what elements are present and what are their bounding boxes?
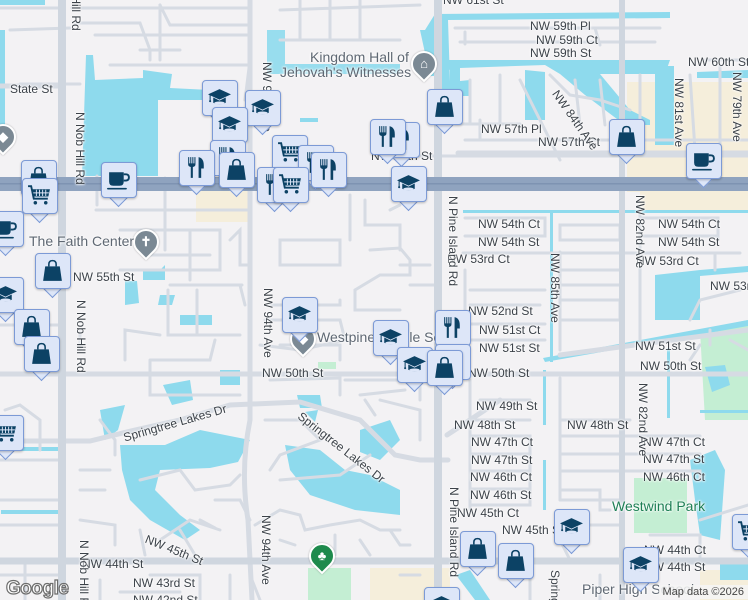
street-label: NW 43rd St <box>133 576 196 590</box>
street-label: NW 54th Ct <box>658 217 721 231</box>
street-label: NW 50th St <box>640 359 702 373</box>
marker-box <box>245 90 281 126</box>
street-label: NW 47th Ct <box>471 435 534 449</box>
street-label: NW 49th St <box>476 399 538 413</box>
marker-box <box>391 166 427 202</box>
marker-box <box>282 297 318 333</box>
marker-box <box>424 587 460 600</box>
street-label-vertical: NW 82nd Ave <box>633 195 647 269</box>
street-label: NW 48th St <box>567 418 629 432</box>
street-label: NW 54th St <box>658 235 720 249</box>
marker-shopping-cart[interactable] <box>273 167 309 213</box>
marker-shopping-bag[interactable] <box>427 350 463 396</box>
street-label-vertical: NW 94th Ave <box>261 288 275 358</box>
street-label-vertical: NW 81st Ave <box>672 78 686 148</box>
marker-restaurant[interactable] <box>179 150 215 196</box>
street-label: NW 57th Pl <box>481 122 542 136</box>
street-label: NW 46th Ct <box>643 470 706 484</box>
place-label[interactable]: Jehovah's Witnesses <box>280 64 412 80</box>
place-label[interactable]: Westwind Park <box>612 498 706 514</box>
marker-shopping-bag[interactable] <box>460 531 496 577</box>
marker-school[interactable] <box>212 107 248 153</box>
street-label-vertical: Springtree Lakes Dr <box>548 570 562 600</box>
marker-shopping-cart[interactable] <box>22 178 58 224</box>
street-label: NW 42nd St <box>133 593 198 600</box>
google-logo[interactable]: Google <box>5 577 69 599</box>
street-label: NW 47th Ct <box>643 435 706 449</box>
street-label: NW 51st St <box>635 339 696 353</box>
church-cross-icon-glyph: ✝ <box>140 234 152 249</box>
marker-school[interactable] <box>282 297 318 343</box>
street-label: NW 57th Ct <box>538 135 601 149</box>
street-label: NW 48th St <box>454 418 516 432</box>
street-label: NW 46th Ct <box>470 470 533 484</box>
street-label: NW 53rd Ct <box>447 252 510 266</box>
street-label: NW 51st St <box>479 341 540 355</box>
street-label: NW 59th Ct <box>536 33 599 47</box>
street-label-vertical: NW 82nd Ave <box>636 383 650 457</box>
marker-restaurant[interactable] <box>370 119 406 165</box>
street-label: NW 53rd Ct <box>636 254 699 268</box>
marker-school[interactable] <box>424 587 460 600</box>
marker-box <box>370 119 406 155</box>
marker-school[interactable] <box>245 90 281 136</box>
street-label: NW 61st St <box>443 0 504 7</box>
street-label-vertical: N Pine Island Rd <box>446 196 460 287</box>
street-label: NW 60th St <box>688 55 748 69</box>
park-tree-icon-glyph: ♣ <box>317 548 327 563</box>
map-attribution[interactable]: Map data ©2026 <box>658 585 748 599</box>
marker-shopping-cart[interactable] <box>732 514 748 560</box>
marker-coffee[interactable] <box>0 211 24 257</box>
street-label: NW 44th Ct <box>644 543 707 557</box>
marker-shopping-bag[interactable] <box>609 119 645 165</box>
marker-coffee[interactable] <box>101 162 137 208</box>
marker-restaurant[interactable] <box>311 152 347 198</box>
street-label: NW 51st Ct <box>479 323 541 337</box>
street-label: NW 54th Ct <box>478 217 541 231</box>
marker-school[interactable] <box>554 509 590 555</box>
street-label-vertical: NW 94th Ave <box>259 515 273 585</box>
street-label-vertical: N Pine Island Rd <box>447 487 461 578</box>
street-label-vertical: NW 85th Ave <box>548 253 562 323</box>
street-label: State St <box>10 82 53 96</box>
marker-school[interactable] <box>0 277 24 323</box>
marker-shopping-bag[interactable] <box>35 253 71 299</box>
marker-shopping-bag[interactable] <box>498 543 534 589</box>
marker-shopping-bag[interactable] <box>219 152 255 198</box>
marker-shopping-bag[interactable] <box>24 336 60 382</box>
street-label: NW 46th St <box>470 488 532 502</box>
marker-box <box>732 514 748 550</box>
street-label: NW 55th St <box>73 270 135 284</box>
street-label-vertical: N Nob Hill Rd <box>73 112 87 185</box>
street-label: NW 45th Ct <box>457 506 520 520</box>
marker-shopping-bag[interactable] <box>427 89 463 135</box>
street-label: NW 47th St <box>643 452 705 466</box>
marker-school[interactable] <box>623 547 659 593</box>
worship-hall-icon-glyph: ⌂ <box>420 56 428 71</box>
street-label: NW 59th Pl <box>530 19 591 33</box>
marker-restaurant[interactable] <box>435 310 471 356</box>
place-label[interactable]: The Faith Center <box>29 233 135 249</box>
street-label: NW 45th St <box>502 523 564 537</box>
school-icon-glyph: ◆ <box>0 129 8 144</box>
marker-shopping-cart[interactable] <box>0 415 24 461</box>
street-label-vertical: Nob Hill Rd <box>69 0 83 31</box>
street-label: NW 50th St <box>468 366 530 380</box>
place-label[interactable]: Kingdom Hall of <box>310 49 409 65</box>
street-label-vertical: N Nob Hill Rd <box>74 300 88 373</box>
street-label-vertical: N Nob Hill Rd <box>77 540 91 600</box>
marker-school[interactable] <box>391 166 427 212</box>
marker-box <box>311 152 347 188</box>
street-label: NW 54th St <box>478 235 540 249</box>
street-label: NW 44th St <box>82 557 144 571</box>
street-label: NW 44th St <box>644 560 706 574</box>
street-label: NW 59th St <box>530 46 592 60</box>
street-label: NW 47th St <box>471 453 533 467</box>
street-label: NW 52nd St <box>468 304 533 318</box>
marker-box <box>179 150 215 186</box>
street-label: NW 50th St <box>262 366 324 380</box>
marker-coffee[interactable] <box>686 143 722 189</box>
street-label: NW 53rd <box>710 279 748 293</box>
street-label-vertical: NW 79th Ave <box>730 72 744 142</box>
